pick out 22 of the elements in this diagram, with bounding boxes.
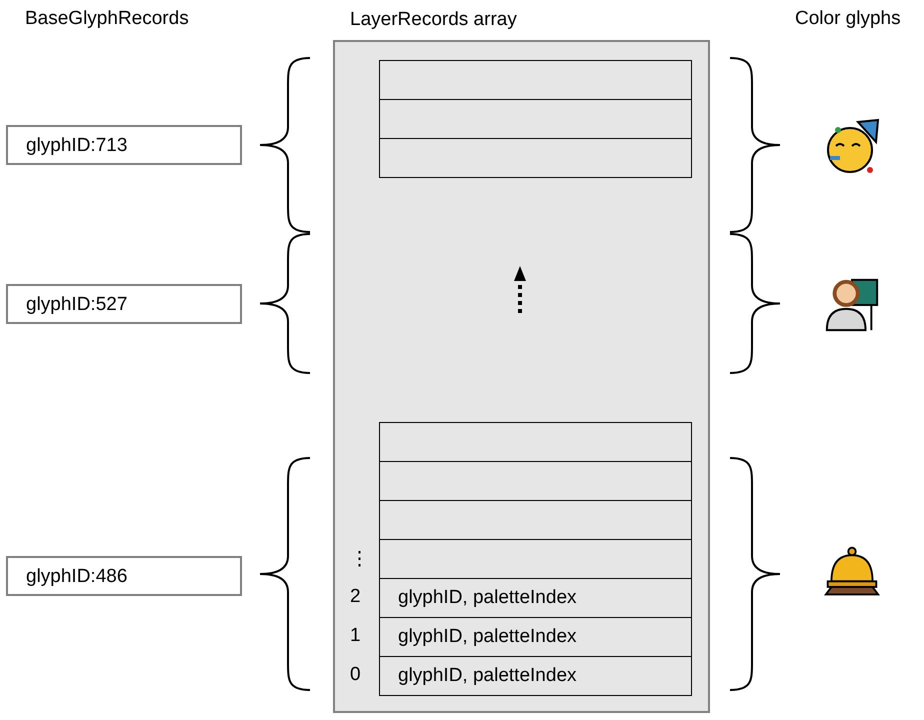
base-glyph-record-box	[6, 556, 242, 596]
layer-record-row	[379, 60, 692, 100]
glyph-id-text: glyphID:713	[26, 135, 128, 157]
column-heading: BaseGlyphRecords	[25, 8, 189, 30]
record-text: glyphID, paletteIndex	[398, 626, 577, 648]
layer-record-row	[379, 461, 692, 501]
row-index-number: ⋮	[350, 548, 369, 571]
record-text: glyphID, paletteIndex	[398, 587, 577, 609]
glyph-id-text: glyphID:527	[26, 294, 128, 316]
layer-record-row	[379, 138, 692, 178]
base-glyph-record-box	[6, 284, 242, 324]
column-heading: Color glyphs	[795, 8, 901, 30]
row-index-number: 0	[350, 664, 361, 686]
glyph-id-text: glyphID:486	[26, 566, 128, 588]
layer-record-row	[379, 500, 692, 540]
layer-record-row	[379, 99, 692, 139]
panel-heading: LayerRecords array	[350, 9, 517, 31]
row-index-number: 2	[350, 586, 361, 608]
layer-record-row	[379, 422, 692, 462]
base-glyph-record-box	[6, 125, 242, 165]
row-index-number: 1	[350, 625, 361, 647]
record-text: glyphID, paletteIndex	[398, 665, 577, 687]
